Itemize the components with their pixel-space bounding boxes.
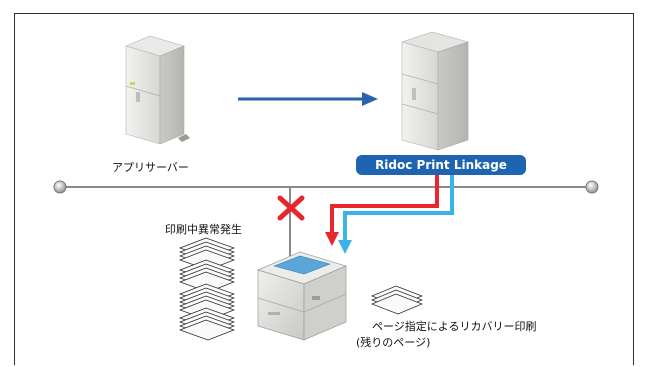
print-server-icon	[400, 31, 470, 151]
app-server-icon	[125, 35, 190, 145]
error-note-label: 印刷中異常発生	[165, 223, 242, 236]
recovery-sub-label: (残りのページ)	[356, 336, 431, 349]
recovery-label: ページ指定によるリカバリー印刷	[372, 320, 537, 333]
recovery-print-arrow	[338, 175, 454, 254]
flow-arrow	[238, 92, 378, 106]
error-print-arrow	[325, 175, 439, 246]
app-server-label: アプリサーバー	[112, 161, 189, 174]
network-line	[53, 180, 599, 258]
printer-icon	[256, 251, 348, 341]
recovery-paper-stack-icon	[371, 285, 423, 315]
paper-stack-icon	[178, 237, 236, 341]
diagram-frame	[14, 13, 634, 365]
error-x-icon	[277, 195, 305, 221]
product-badge: Ridoc Print Linkage	[356, 155, 526, 175]
